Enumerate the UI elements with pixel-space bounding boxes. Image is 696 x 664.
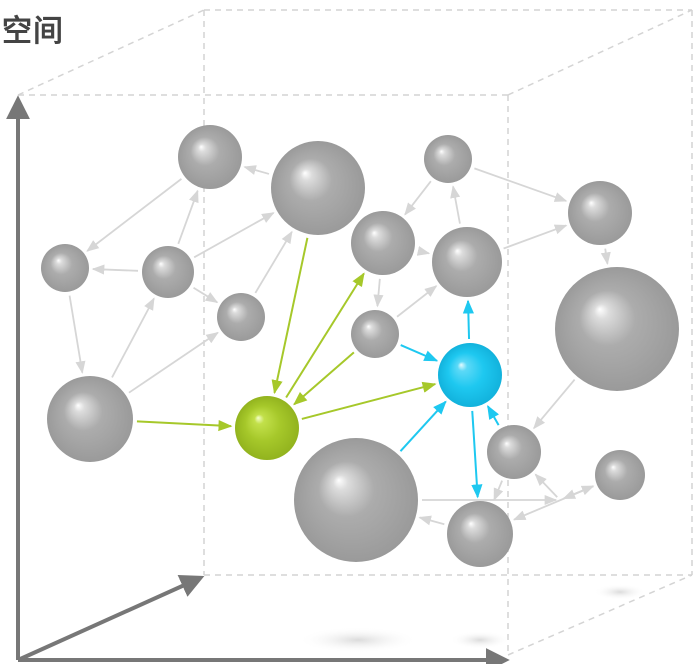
gray-node-n1 [178,125,242,189]
z-axis [17,574,205,662]
gray-edge-n2-to-n1 [243,165,270,175]
gray-node-n16 [595,450,645,500]
gray-edge-n3-to-n8 [404,180,432,216]
green-edge-n11-to-g [293,351,355,406]
green-edge-g-to-b [301,381,437,420]
gray-node-n5 [142,246,194,298]
gray-node-n2 [271,141,365,235]
gray-edge-n5-to-n6 [193,286,219,304]
gray-node-n3 [424,135,472,183]
cube-edge [507,574,693,656]
gray-edge-n8-to-n10 [416,245,431,256]
gray-node-n15 [447,501,513,567]
gray-edge-n12-to-n14 [533,379,576,430]
blue-edge-b-to-n15 [471,410,483,499]
gray-node-n7 [47,376,133,462]
nodes-layer [41,125,679,567]
blue-edge-n13-to-b [399,400,447,452]
gray-edge-n4-to-n7 [68,295,86,374]
gray-node-n14 [487,425,541,479]
green-edge-g-to-n8 [285,272,365,399]
green-node-g [235,396,299,460]
gray-edge-n5-to-n1 [177,189,199,245]
dashed-cube [17,9,693,656]
green-edge-n2-to-g [271,237,309,395]
gray-edge-n14-to-n15 [493,480,504,501]
gray-edge-n6-to-n2 [254,230,293,294]
green-edge-n7-to-g [136,419,233,432]
floor-shadow [298,627,418,653]
gray-edge-n10-to-n9 [503,224,568,250]
blue-edge-n11-to-b [400,344,439,362]
cube-edge [507,9,693,96]
axes [5,95,510,664]
cube-edge [17,9,205,96]
gray-edge-n15-to-n13 [418,515,445,526]
diagram-title: 空间 [2,14,64,49]
gray-edge-n7-to-n6 [128,331,219,394]
gray-edge-n7-to-n5 [111,297,155,378]
edges-layer [68,165,611,526]
gray-node-n13 [294,438,418,562]
gray-edge-n5-to-n2 [193,212,275,259]
gray-node-n4 [41,244,89,292]
gray-node-n11 [351,310,399,358]
gray-edge-n17-to-n14 [534,473,558,498]
gray-edge-n1-to-n4 [86,178,182,252]
gray-edge-n5-to-n4 [91,264,139,275]
gray-edge-n8-to-n11 [373,278,384,308]
gray-edge-n10-to-n3 [450,185,461,224]
gray-node-n12 [555,267,679,391]
gray-edge-n9-to-n12 [600,248,611,265]
gray-edge-n16-to-n17 [562,485,594,500]
gray-edge-n11-to-n10 [396,285,438,318]
gray-node-n9 [568,181,632,245]
gray-node-n6 [217,293,265,341]
gray-node-n8 [351,211,415,275]
floor-shadow [450,631,510,649]
blue-node-b [438,343,502,407]
gray-node-n10 [432,227,502,297]
floor-shadow [594,584,646,600]
blue-edge-n14-to-b [486,405,500,426]
blue-edge-b-to-n10 [462,299,474,340]
gray-edge-n3-to-n9 [474,167,568,202]
